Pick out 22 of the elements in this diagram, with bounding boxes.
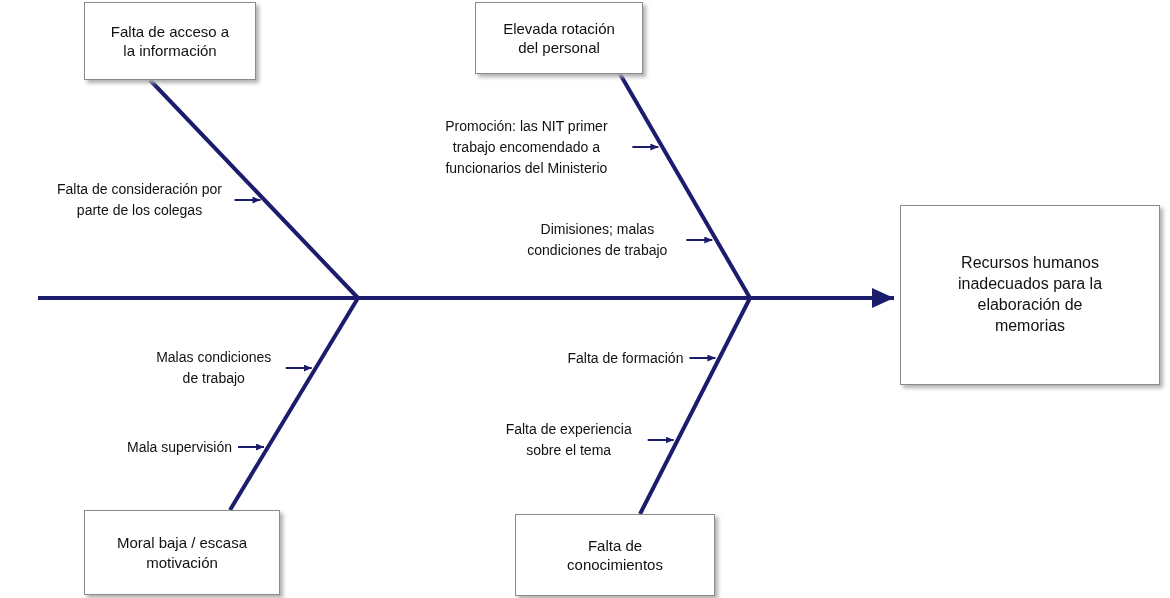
arrow (688, 354, 717, 362)
sub-cause-text: Malas condiciones de trabajo (147, 347, 280, 389)
arrow (237, 443, 266, 451)
sub-cause-text: Mala supervisión (127, 436, 233, 458)
sub-cause-text: Falta de formación (567, 347, 684, 369)
cause-box: Falta de acceso a la información (84, 2, 256, 80)
sub-cause-text: Falta de consideración por parte de los colegas (50, 179, 229, 221)
sub-cause-text: Dimisiones; malas condiciones de trabajo (514, 219, 681, 261)
cause-box: Elevada rotación del personal (475, 2, 643, 74)
cause-box: Falta de conocimientos (515, 514, 715, 596)
cause-box: Moral baja / escasa motivación (84, 510, 280, 595)
arrow (646, 436, 675, 444)
arrow (685, 236, 714, 244)
sub-cause-text: Promoción: las NIT primer trabajo encomendado a funcionarios del Ministerio (426, 115, 627, 179)
arrow (284, 364, 313, 372)
bone-line (618, 73, 752, 299)
arrow (233, 196, 262, 204)
sub-cause-text: Falta de experiencia sobre el tema (495, 419, 642, 461)
spine-arrow (38, 288, 894, 308)
bone-line (638, 297, 752, 515)
effect-box: Recursos humanos inadecuados para la elaboración de memorias (900, 205, 1160, 385)
arrow (631, 143, 660, 151)
